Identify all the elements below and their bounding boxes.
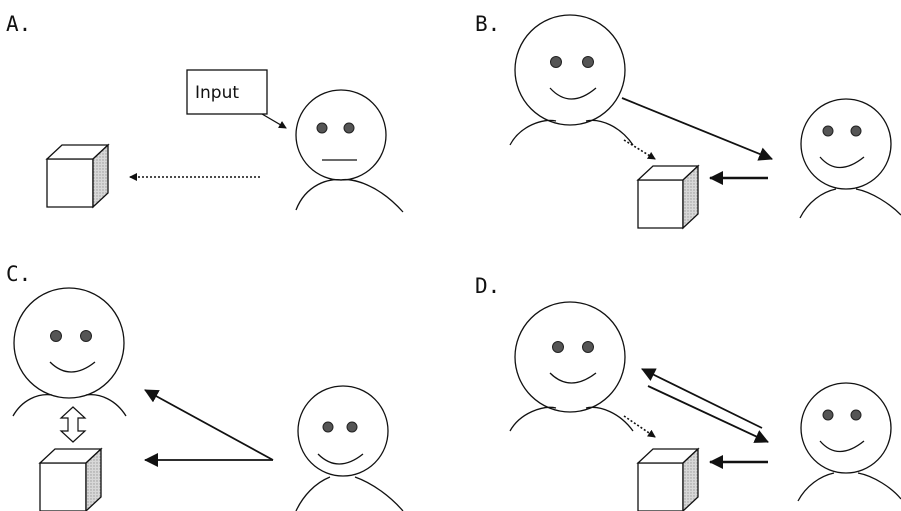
panel-a-label: A. [6, 12, 32, 36]
neutral-face-icon [295, 89, 404, 213]
cube-icon [636, 447, 700, 511]
solid-arrow [647, 385, 769, 443]
panel-c-label: C. [6, 262, 32, 286]
cube-icon [636, 164, 700, 230]
panel-d [509, 301, 901, 511]
panel-c [12, 287, 404, 511]
input-box: Input [186, 69, 287, 129]
smile-face-icon [509, 14, 634, 146]
panel-b-label: B. [475, 12, 501, 36]
double-arrow-icon [59, 406, 87, 443]
dotted-arrow [623, 139, 656, 160]
smile-face-icon [12, 287, 127, 417]
cube-icon [45, 143, 110, 209]
panel-b [509, 14, 901, 230]
cube-icon [38, 447, 103, 511]
smile-face-icon [799, 98, 901, 219]
solid-arrow [641, 368, 763, 429]
smile-face-icon [797, 382, 901, 502]
panel-a: Input [45, 69, 404, 213]
smile-face-icon [509, 301, 634, 432]
panel-d-label: D. [475, 274, 501, 298]
solid-arrow [621, 97, 773, 161]
smile-face-icon [295, 385, 404, 511]
input-label: Input [195, 83, 239, 103]
solid-arrow [144, 389, 274, 461]
input-arrow [261, 113, 287, 129]
